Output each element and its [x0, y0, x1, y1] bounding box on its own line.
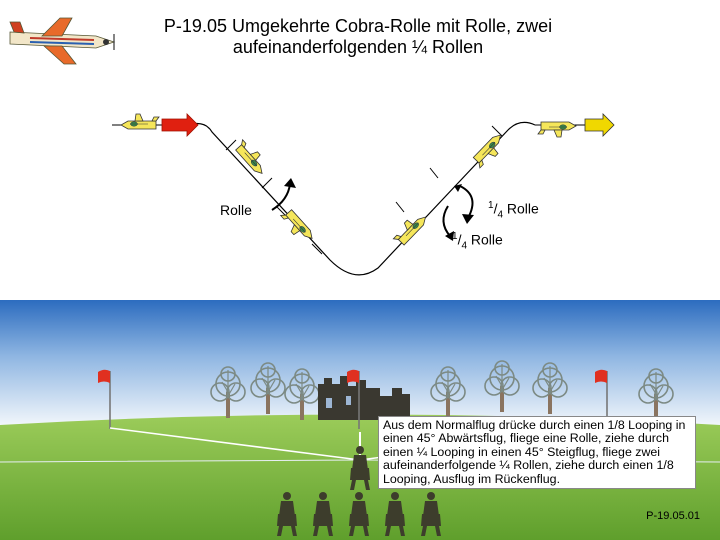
quarter-roll-word: Rolle: [471, 232, 503, 248]
fraction-numerator: 1: [452, 231, 458, 242]
label-quarter-roll-1: 1/4 Rolle: [488, 200, 539, 220]
maneuver-description: Aus dem Normalflug drücke durch einen 1/…: [378, 416, 696, 489]
fraction-denominator: 4: [461, 240, 467, 251]
fraction-denominator: 4: [497, 209, 503, 220]
label-quarter-roll-2: 1/4 Rolle: [452, 231, 503, 251]
slide-code: P-19.05.01: [646, 510, 700, 522]
title-line-2: aufeinanderfolgenden ¼ Rollen: [118, 37, 598, 58]
fraction-numerator: 1: [488, 200, 494, 211]
title-line-1: P-19.05 Umgekehrte Cobra-Rolle mit Rolle…: [118, 16, 598, 37]
quarter-roll-word: Rolle: [507, 201, 539, 217]
label-roll: Rolle: [220, 202, 252, 218]
page-title: P-19.05 Umgekehrte Cobra-Rolle mit Rolle…: [118, 16, 598, 58]
